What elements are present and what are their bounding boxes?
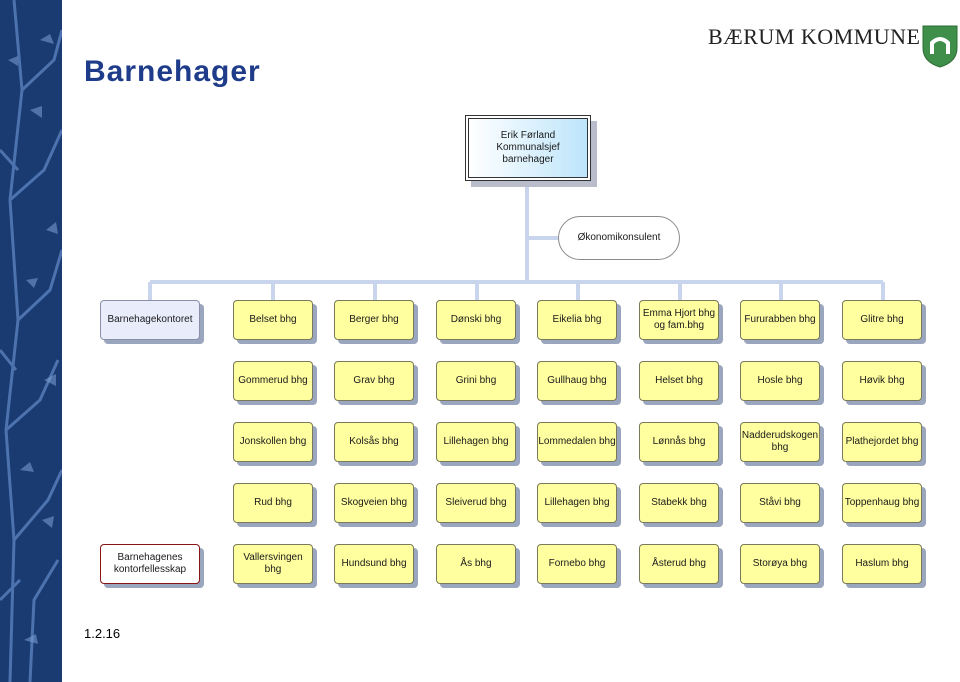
head-box: Erik Førland Kommunalsjef barnehager: [466, 116, 590, 180]
kindergarten-label: Stabekk bhg: [651, 497, 707, 508]
kindergarten-box: Haslum bhg: [842, 544, 922, 584]
office-label: Barnehagekontoret: [107, 314, 193, 325]
kindergarten-box: Berger bhg: [334, 300, 414, 340]
kindergarten-label: Helset bhg: [655, 375, 703, 386]
kindergarten-box: Høvik bhg: [842, 361, 922, 401]
kindergarten-box: Åsterud bhg: [639, 544, 719, 584]
kindergarten-box: Jonskollen bhg: [233, 422, 313, 462]
kindergarten-box: Kolsås bhg: [334, 422, 414, 462]
kindergarten-label: Grav bhg: [353, 375, 395, 386]
kindergarten-label: Høvik bhg: [859, 375, 905, 386]
kindergarten-label: Skogveien bhg: [340, 497, 408, 508]
kindergarten-box: Stabekk bhg: [639, 483, 719, 523]
kindergarten-box: Lommedalen bhg: [537, 422, 617, 462]
kindergarten-label: Rud bhg: [254, 497, 292, 508]
kindergarten-box: Grav bhg: [334, 361, 414, 401]
kindergarten-label: Gullhaug bhg: [547, 375, 607, 386]
head-role: Kommunalsjef: [496, 142, 560, 153]
kindergarten-label: Dønski bhg: [450, 314, 502, 325]
kindergarten-label: Grini bhg: [455, 375, 497, 386]
page-title: Barnehager: [84, 55, 261, 88]
head-unit: barnehager: [502, 154, 554, 165]
kindergarten-label: Fornebo bhg: [548, 558, 606, 569]
kindergarten-box: Ståvi bhg: [740, 483, 820, 523]
kindergarten-box: Emma Hjort bhg og fam.bhg: [639, 300, 719, 340]
decorative-side-stripe: [0, 0, 62, 682]
kindergarten-label: Storøya bhg: [752, 558, 808, 569]
kindergarten-box: Vallersvingen bhg: [233, 544, 313, 584]
kindergarten-label: Ås bhg: [460, 558, 492, 569]
kindergarten-box: Hosle bhg: [740, 361, 820, 401]
kindergarten-label: Lønnås bhg: [652, 436, 706, 447]
office-box: Barnehagekontoret: [100, 300, 200, 340]
kindergarten-box: Grini bhg: [436, 361, 516, 401]
kindergarten-label: Haslum bhg: [855, 558, 909, 569]
kindergarten-label: Plathejordet bhg: [845, 436, 919, 447]
kindergarten-label: Emma Hjort bhg og fam.bhg: [642, 308, 716, 331]
kindergarten-label: Hosle bhg: [757, 375, 803, 386]
kindergarten-label: Gommerud bhg: [238, 375, 308, 386]
kindergarten-label: Glitre bhg: [860, 314, 904, 325]
kindergarten-label: Belset bhg: [249, 314, 297, 325]
shared-office-label: Barnehagenes kontorfellesskap: [113, 552, 187, 575]
kindergarten-label: Ståvi bhg: [759, 497, 801, 508]
kindergarten-label: Lillehagen bhg: [443, 436, 509, 447]
kindergarten-box: Hundsund bhg: [334, 544, 414, 584]
kindergarten-label: Lommedalen bhg: [538, 436, 616, 447]
kindergarten-box: Storøya bhg: [740, 544, 820, 584]
kindergarten-box: Skogveien bhg: [334, 483, 414, 523]
kindergarten-box: Nadderudskogen bhg: [740, 422, 820, 462]
municipal-shield-icon: [922, 25, 958, 68]
kindergarten-box: Plathejordet bhg: [842, 422, 922, 462]
kindergarten-label: Sleiverud bhg: [445, 497, 507, 508]
kindergarten-box: Ås bhg: [436, 544, 516, 584]
kindergarten-label: Nadderudskogen bhg: [741, 430, 819, 453]
tree-pattern-icon: [0, 0, 62, 682]
kindergarten-label: Hundsund bhg: [341, 558, 407, 569]
kindergarten-label: Eikelia bhg: [552, 314, 602, 325]
kindergarten-label: Jonskollen bhg: [239, 436, 307, 447]
staff-label: Økonomikonsulent: [577, 232, 661, 243]
kindergarten-box: Belset bhg: [233, 300, 313, 340]
kindergarten-box: Helset bhg: [639, 361, 719, 401]
kindergarten-box: Gullhaug bhg: [537, 361, 617, 401]
document-date: 1.2.16: [84, 626, 121, 641]
kindergarten-box: Glitre bhg: [842, 300, 922, 340]
head-name: Erik Førland: [500, 130, 556, 141]
staff-box: Økonomikonsulent: [558, 216, 680, 260]
kindergarten-label: Kolsås bhg: [349, 436, 399, 447]
kindergarten-box: Lillehagen bhg: [436, 422, 516, 462]
kindergarten-label: Åsterud bhg: [652, 558, 706, 569]
kindergarten-box: Fururabben bhg: [740, 300, 820, 340]
kindergarten-box: Sleiverud bhg: [436, 483, 516, 523]
kindergarten-label: Fururabben bhg: [744, 314, 816, 325]
kindergarten-box: Gommerud bhg: [233, 361, 313, 401]
kindergarten-label: Lillehagen bhg: [544, 497, 610, 508]
kindergarten-box: Dønski bhg: [436, 300, 516, 340]
kindergarten-label: Berger bhg: [349, 314, 399, 325]
kindergarten-box: Eikelia bhg: [537, 300, 617, 340]
shared-office-box: Barnehagenes kontorfellesskap: [100, 544, 200, 584]
kindergarten-label: Toppenhaug bhg: [844, 497, 920, 508]
kindergarten-box: Lillehagen bhg: [537, 483, 617, 523]
kindergarten-label: Vallersvingen bhg: [243, 552, 303, 575]
kindergarten-box: Lønnås bhg: [639, 422, 719, 462]
kindergarten-box: Fornebo bhg: [537, 544, 617, 584]
kindergarten-box: Toppenhaug bhg: [842, 483, 922, 523]
municipality-logo-text: BÆRUM KOMMUNE: [708, 24, 921, 49]
kindergarten-box: Rud bhg: [233, 483, 313, 523]
